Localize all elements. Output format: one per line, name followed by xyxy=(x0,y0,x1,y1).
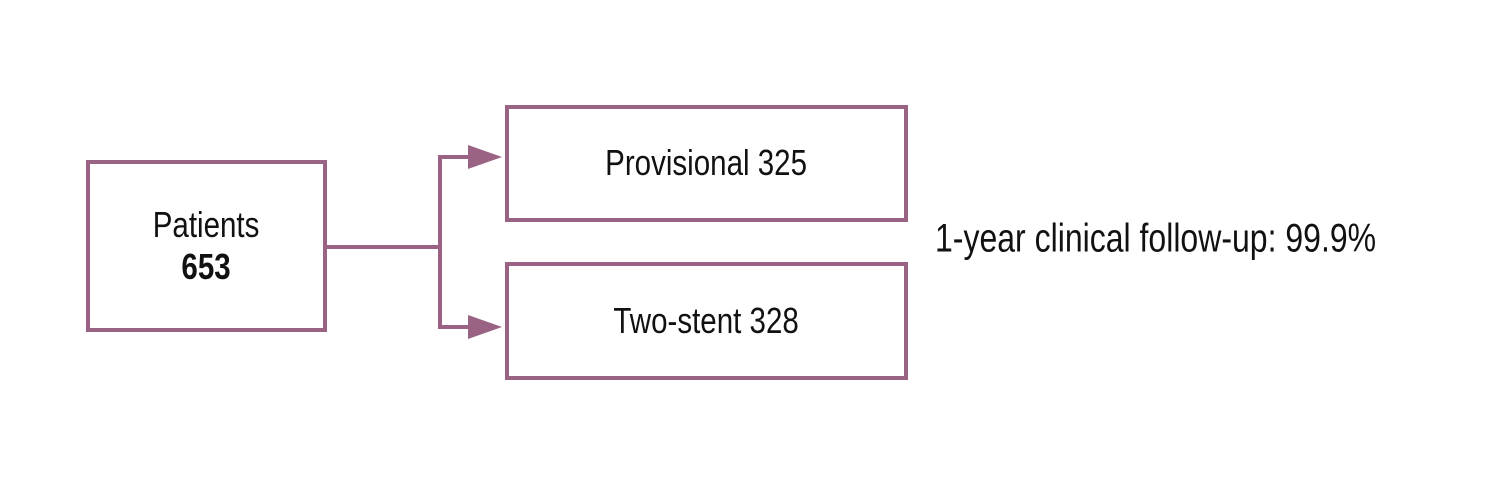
two-stent-label: Two-stent 328 xyxy=(613,299,800,341)
followup-annotation: 1-year clinical follow-up: 99.9% xyxy=(935,217,1486,262)
followup-annotation-text: 1-year clinical follow-up: 99.9% xyxy=(935,216,1377,261)
patients-count: 653 xyxy=(181,246,232,287)
two-stent-box: Two-stent 328 xyxy=(505,262,908,380)
patients-label: Patients xyxy=(153,203,260,245)
provisional-box: Provisional 325 xyxy=(505,105,908,222)
arrowhead-bottom-icon xyxy=(468,315,502,339)
provisional-label: Provisional 325 xyxy=(605,142,808,184)
connector-line xyxy=(325,155,472,329)
patients-box: Patients 653 xyxy=(86,160,327,332)
arrowhead-top-icon xyxy=(468,145,502,169)
